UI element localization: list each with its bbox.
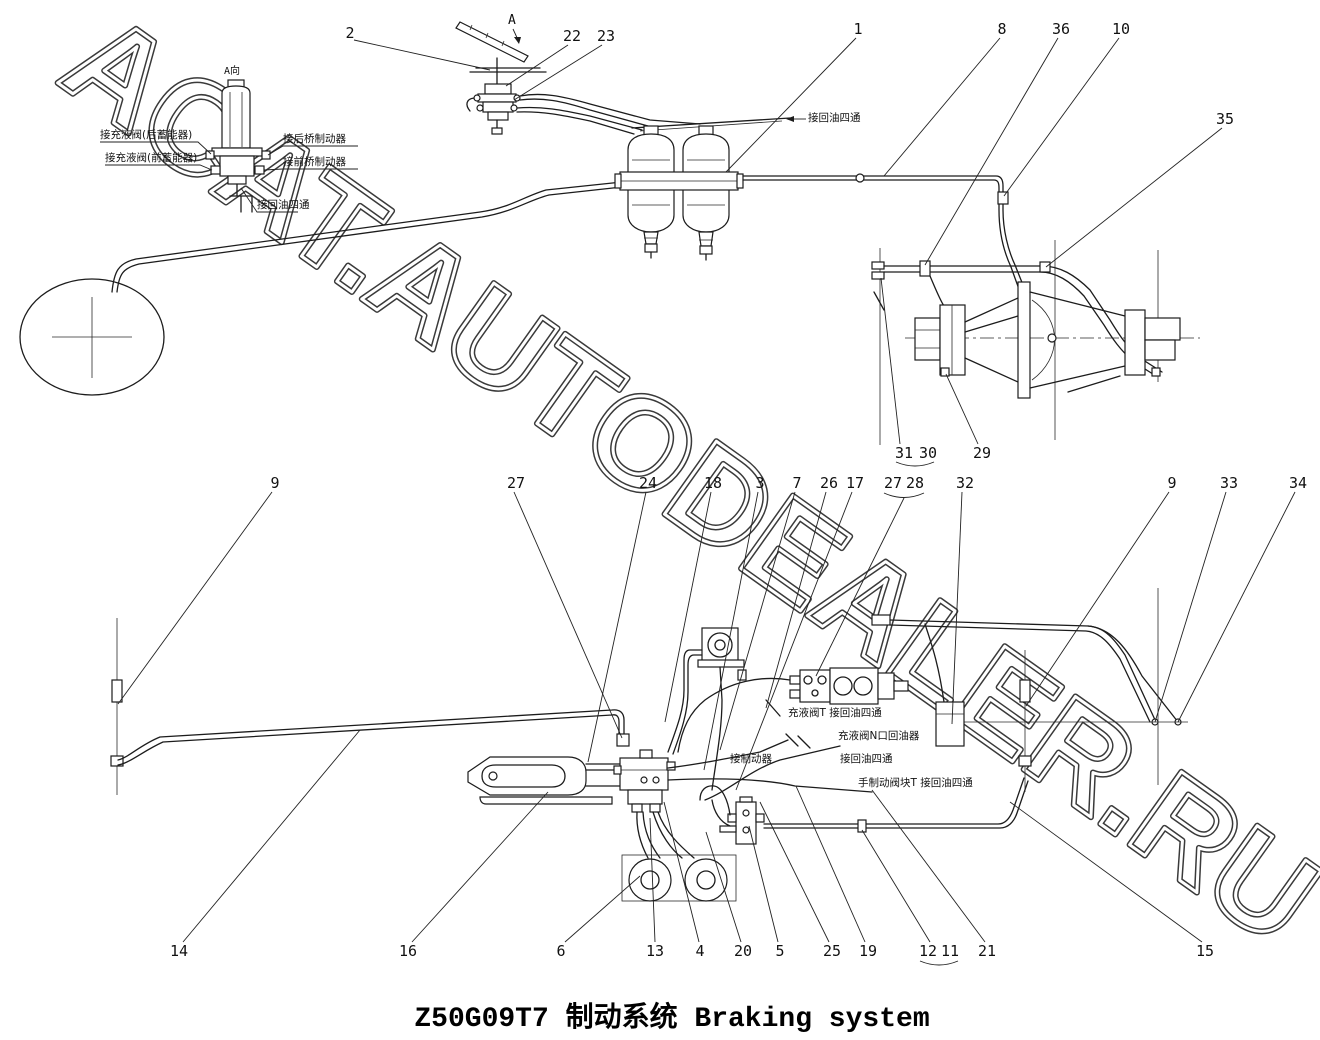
- pump-bracket: [667, 627, 747, 791]
- callout-6: 6: [556, 942, 565, 960]
- callout-25: 25: [823, 942, 841, 960]
- label-rear-accumulator: 接充液阀(后蓄能器): [100, 128, 192, 141]
- callout-33: 33: [1220, 474, 1238, 492]
- hoses-to-drums: [636, 811, 695, 859]
- hand-brake-valve: [699, 785, 765, 845]
- callout-9-right: 9: [1167, 474, 1176, 492]
- callout-22: 22: [563, 27, 581, 45]
- callout-2: 2: [345, 24, 354, 42]
- callout-14: 14: [170, 942, 188, 960]
- callout-31: 31: [895, 444, 913, 462]
- view-marker: A: [508, 13, 516, 28]
- callout-36: 36: [1052, 20, 1070, 38]
- callout-13: 13: [646, 942, 664, 960]
- brake-pedal-top: A: [455, 13, 547, 135]
- label-front-axle-brake: 接前桥制动器: [283, 155, 346, 168]
- callout-29: 29: [973, 444, 991, 462]
- return-annotations: 充液阀T 接回油四通 充液阀N口回油器 接制动器 接回油四通 手制动阀块T 接回…: [730, 706, 973, 789]
- callout-12: 12: [919, 942, 937, 960]
- callout-9-left: 9: [270, 474, 279, 492]
- callout-4: 4: [695, 942, 704, 960]
- valve-annotations: 接充液阀(后蓄能器) 接充液阀(前蓄能器) 接后桥制动器 接前桥制动器 接回油四…: [100, 128, 358, 213]
- label-return-tee-bottom: 接回油四通: [840, 752, 893, 765]
- callout-18: 18: [704, 474, 722, 492]
- callout-5: 5: [775, 942, 784, 960]
- front-right-brake-lines: [871, 588, 1188, 792]
- brake-valve-view-a: A向: [205, 64, 271, 213]
- callouts-top: 2 22 23 1 8 36 10 35 31 30 29: [345, 20, 1234, 467]
- label-to-brake: 接制动器: [730, 752, 772, 765]
- brake-drums: [621, 854, 737, 902]
- callout-7: 7: [792, 474, 801, 492]
- callout-15: 15: [1196, 942, 1214, 960]
- brake-pedal-lever: [467, 756, 623, 805]
- callout-27-right: 27: [884, 474, 902, 492]
- callout-19: 19: [859, 942, 877, 960]
- label-return-tee-top: 接回油四通: [808, 111, 861, 124]
- pipe-accumulator-to-rear-axle: [742, 173, 1026, 293]
- accumulator-pair: [614, 125, 744, 261]
- callout-11: 11: [941, 942, 959, 960]
- callout-21: 21: [978, 942, 996, 960]
- rear-axle-assembly: [871, 240, 1200, 445]
- callout-16: 16: [399, 942, 417, 960]
- pedal-pipes: 接回油四通: [516, 93, 861, 135]
- pipe-wheel-to-accumulator: [111, 181, 623, 293]
- callout-30: 30: [919, 444, 937, 462]
- label-hand-brake-valve-t: 手制动阀块T 接回油四通: [858, 776, 973, 789]
- label-return-tee-left: 接回油四通: [257, 198, 310, 211]
- callout-3: 3: [755, 474, 764, 492]
- callout-35: 35: [1216, 110, 1234, 128]
- callout-26: 26: [820, 474, 838, 492]
- callout-20: 20: [734, 942, 752, 960]
- callout-10: 10: [1112, 20, 1130, 38]
- callout-27-left: 27: [507, 474, 525, 492]
- callout-8: 8: [997, 20, 1006, 38]
- gear-pump: [789, 667, 909, 705]
- label-rear-axle-brake: 接后桥制动器: [283, 132, 346, 145]
- drawing-title: Z50G09T7 制动系统 Braking system: [414, 1000, 929, 1035]
- filter-part-32: [935, 701, 965, 747]
- callout-24: 24: [639, 474, 657, 492]
- return-hoses: [667, 677, 873, 801]
- callout-23: 23: [597, 27, 615, 45]
- callouts-bottom-upper: 9 27 24 18 3 7 26 17 27 28 32 9 33 34: [117, 474, 1307, 791]
- callout-28: 28: [906, 474, 924, 492]
- callout-1: 1: [853, 20, 862, 38]
- wheel-outline: [19, 278, 165, 396]
- label-front-accumulator: 接充液阀(前蓄能器): [105, 151, 197, 164]
- callouts-bottom-lower: 14 16 6 13 4 20 5 25 19 12 11 21 15: [170, 729, 1214, 966]
- view-a-label: A向: [224, 64, 240, 77]
- callout-32: 32: [956, 474, 974, 492]
- callout-34: 34: [1289, 474, 1307, 492]
- hand-brake-return-pipe: [763, 777, 1029, 833]
- label-charging-valve-n: 充液阀N口回油器: [838, 729, 920, 742]
- callout-17: 17: [846, 474, 864, 492]
- label-charging-valve-t: 充液阀T 接回油四通: [788, 706, 882, 719]
- central-valve-block: [613, 749, 676, 813]
